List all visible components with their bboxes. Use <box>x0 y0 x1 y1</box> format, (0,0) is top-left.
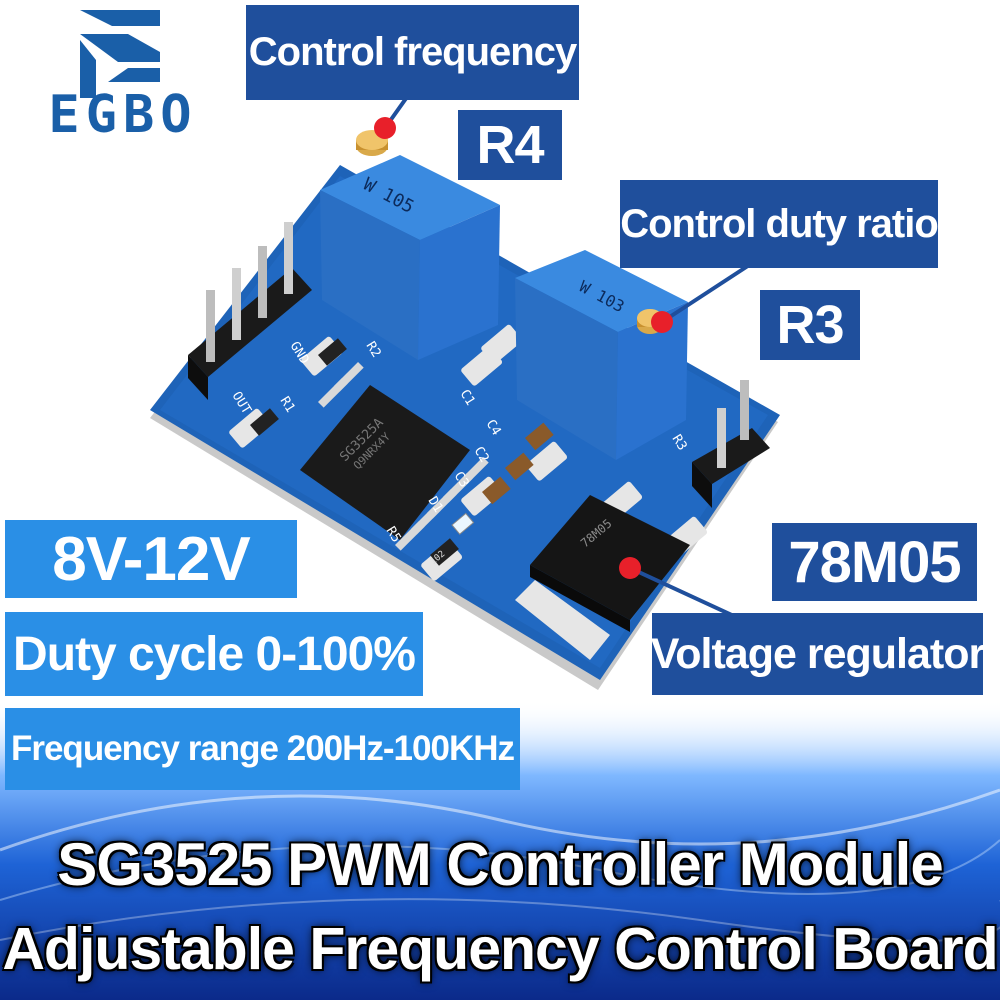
title-line-2: Adjustable Frequency Control Board <box>2 916 998 982</box>
label-r4: R4 <box>458 110 562 180</box>
label-regulator-part: 78M05 <box>772 523 977 601</box>
pin-header-right <box>692 380 770 508</box>
label-control-duty-ratio: Control duty ratio <box>620 180 939 268</box>
silk-c4: C4 <box>483 417 504 438</box>
silk-r2: R2 <box>363 339 384 360</box>
silk-r3: R3 <box>669 432 690 453</box>
egbo-logo: EGBO <box>48 10 197 138</box>
label-frequency-range: Frequency range 200Hz-100KHz <box>5 708 520 790</box>
marker-r4 <box>374 117 396 139</box>
label-voltage-range: 8V-12V <box>5 520 297 598</box>
pin-header-left <box>188 222 312 400</box>
marker-regulator <box>619 557 641 579</box>
silk-d1: D1 <box>425 494 446 515</box>
logo-text: EGBO <box>48 85 197 138</box>
marker-r3 <box>651 311 673 333</box>
silk-c1: C1 <box>457 387 478 408</box>
label-control-frequency: Control frequency <box>246 5 579 100</box>
title-line-1: SG3525 PWM Controller Module <box>57 831 943 898</box>
label-r3: R3 <box>760 290 860 360</box>
silk-c2: C2 <box>471 444 492 465</box>
silk-r1: R1 <box>277 394 298 415</box>
voltage-regulator-chip: 78M05 <box>530 495 690 632</box>
label-duty-cycle: Duty cycle 0-100% <box>5 612 423 696</box>
silk-r5: R5 <box>383 524 404 545</box>
label-voltage-regulator: Voltage regulator <box>651 613 985 695</box>
silk-c3: C3 <box>451 469 472 490</box>
potentiometer-r4: W 105 <box>320 130 500 360</box>
